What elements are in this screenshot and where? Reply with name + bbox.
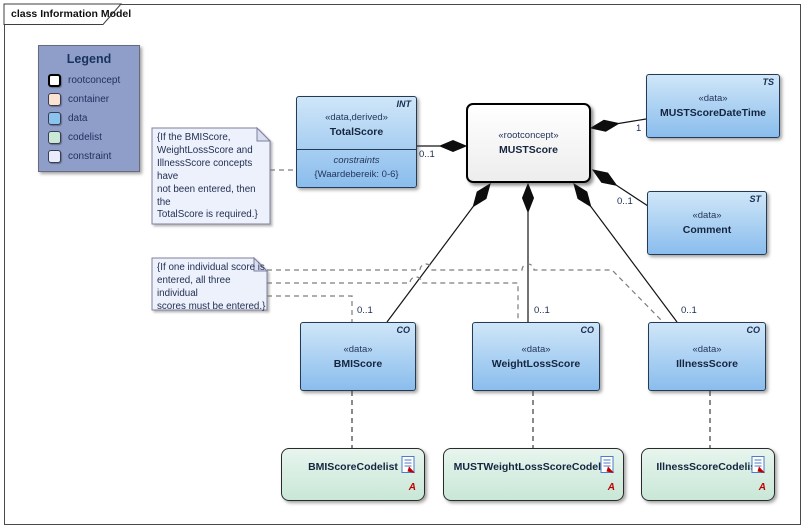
- stereotype-label: «data»: [692, 343, 722, 355]
- datatype-tag: CO: [396, 325, 411, 335]
- note-line: not been entered, then the: [157, 183, 256, 208]
- codelist-bmiscore[interactable]: BMIScoreCodelist A: [281, 448, 425, 501]
- constraints-compartment: constraints {Waardebereik: 0-6}: [297, 149, 416, 180]
- datatype-tag: CO: [580, 325, 595, 335]
- datatype-tag: ST: [749, 194, 761, 204]
- constraint-note-totalscore[interactable]: {If the BMIScore, WeightLossScore and Il…: [152, 128, 270, 224]
- class-totalscore[interactable]: INT «data,derived» TotalScore constraint…: [296, 96, 417, 188]
- class-name: MUSTScore: [499, 144, 558, 156]
- class-name: WeightLossScore: [491, 357, 581, 370]
- legend-item-label: rootconcept: [68, 75, 121, 86]
- diagram-title: class Information Model: [11, 8, 132, 20]
- note-line: WeightLossScore and: [157, 144, 253, 156]
- note-line: {If the BMIScore,: [157, 132, 231, 143]
- class-weightlossscore[interactable]: CO «data» WeightLossScore: [472, 322, 600, 391]
- codelist-illnessscore[interactable]: IllnessScoreCodelist A: [641, 448, 775, 501]
- multiplicity-label-weightlossscore: 0..1: [534, 305, 550, 316]
- stereotype-label: «data»: [698, 93, 728, 104]
- legend-panel[interactable]: Legend rootconcept container data codeli…: [38, 45, 140, 172]
- note-line: {If one individual score is: [157, 262, 265, 273]
- class-bmiscore[interactable]: CO «data» BMIScore: [300, 322, 416, 391]
- multiplicity-label-totalscore: 0..1: [419, 149, 435, 160]
- multiplicity-label-illnessscore: 0..1: [681, 305, 697, 316]
- legend-item-data: data: [48, 112, 139, 125]
- codelist-mustweightlossscore[interactable]: MUSTWeightLossScoreCodelist A: [443, 448, 624, 501]
- legend-swatch-constraint: [48, 150, 61, 163]
- annotation-marker: A: [758, 482, 766, 493]
- legend-swatch-rootconcept: [48, 74, 61, 87]
- class-mustscore[interactable]: «rootconcept» MUSTScore: [466, 103, 591, 183]
- annotation-marker: A: [607, 482, 615, 493]
- legend-swatch-data: [48, 112, 61, 125]
- codelist-name: MUSTWeightLossScoreCodelist: [453, 461, 614, 473]
- legend-item-constraint: constraint: [48, 150, 139, 163]
- multiplicity-label-datetime: 1: [636, 123, 642, 134]
- note-line: scores must be entered.}: [157, 300, 266, 312]
- class-name: Comment: [682, 224, 732, 236]
- linked-document-icon: [600, 456, 614, 473]
- datatype-tag: CO: [746, 325, 761, 335]
- datatype-tag: INT: [396, 99, 412, 109]
- legend-item-rootconcept: rootconcept: [48, 74, 139, 87]
- class-illnessscore[interactable]: CO «data» IllnessScore: [648, 322, 766, 391]
- legend-item-label: constraint: [68, 151, 112, 162]
- legend-item-codelist: codelist: [48, 131, 139, 144]
- class-name: TotalScore: [329, 126, 384, 138]
- class-name: MUSTScoreDateTime: [659, 107, 766, 119]
- legend-title: Legend: [66, 52, 112, 66]
- codelist-name: BMIScoreCodelist: [308, 461, 398, 473]
- codelist-name: IllnessScoreCodelist: [656, 461, 760, 473]
- constraint-note-individual-scores[interactable]: {If one individual score is entered, all…: [152, 258, 267, 312]
- annotation-marker: A: [408, 482, 416, 493]
- legend-swatch-container: [48, 93, 61, 106]
- stereotype-label: «rootconcept»: [498, 130, 559, 141]
- linked-document-icon: [401, 456, 415, 473]
- legend-item-label: data: [68, 113, 88, 124]
- legend-item-label: codelist: [68, 132, 102, 143]
- compartment-title: constraints: [333, 155, 380, 166]
- datatype-tag: TS: [762, 77, 774, 87]
- stereotype-label: «data»: [692, 210, 722, 221]
- diagram-frame: [4, 4, 801, 525]
- note-line: IllnessScore concepts have: [157, 157, 253, 182]
- stereotype-label: «data»: [521, 343, 551, 355]
- legend-item-container: container: [48, 93, 139, 106]
- note-line: entered, all three individual: [157, 274, 231, 299]
- multiplicity-label-bmiscore: 0..1: [357, 305, 373, 316]
- class-name: IllnessScore: [676, 357, 738, 370]
- legend-item-label: container: [68, 94, 110, 105]
- legend-swatch-codelist: [48, 131, 61, 144]
- class-name: BMIScore: [333, 357, 383, 370]
- multiplicity-label-comment: 0..1: [617, 196, 633, 207]
- class-comment[interactable]: ST «data» Comment: [647, 191, 767, 255]
- stereotype-label: «data»: [343, 343, 373, 355]
- linked-document-icon: [751, 456, 765, 473]
- class-mustscoredatetime[interactable]: TS «data» MUSTScoreDateTime: [646, 74, 780, 138]
- constraint-text: {Waardebereik: 0-6}: [314, 169, 399, 180]
- stereotype-label: «data,derived»: [325, 112, 388, 123]
- note-line: TotalScore is required.}: [157, 209, 258, 221]
